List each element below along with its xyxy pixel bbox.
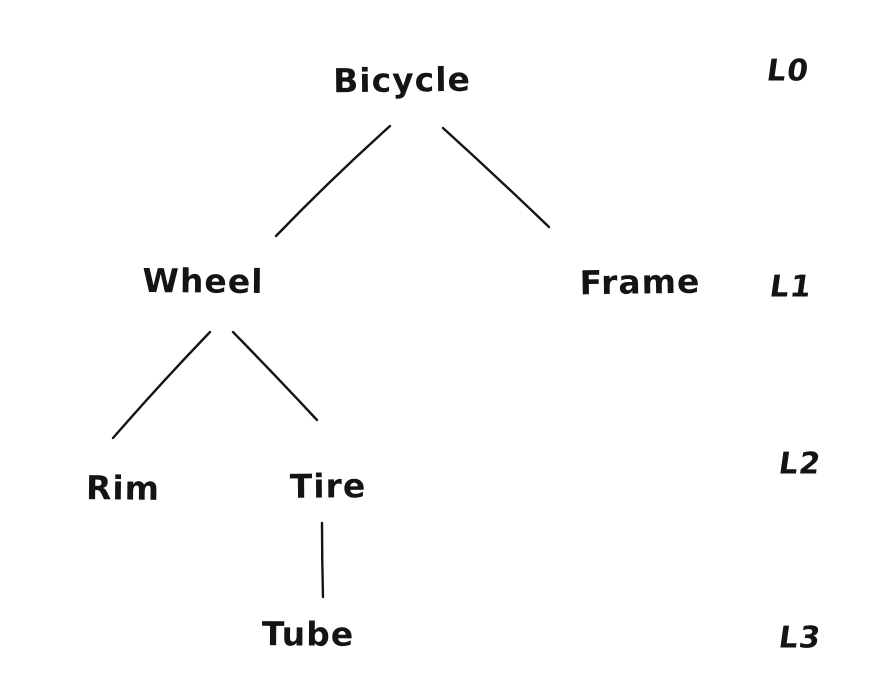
node-tire: Tire [289,466,367,506]
node-wheel: Wheel [142,260,264,302]
edge-bicycle-frame [441,126,551,229]
edge-bicycle-wheel [274,124,392,238]
node-frame: Frame [579,261,701,303]
edge-tire-tube [320,521,325,599]
edge-wheel-rim [111,330,212,440]
node-rim: Rim [85,468,161,508]
node-bicycle: Bicycle [332,59,472,101]
level-label-l3: L3 [776,620,824,656]
edge-wheel-tire [231,330,319,422]
node-tube: Tube [261,614,355,654]
level-label-l0: L0 [764,53,812,89]
level-label-l2: L2 [776,446,824,482]
level-label-l1: L1 [767,269,815,305]
